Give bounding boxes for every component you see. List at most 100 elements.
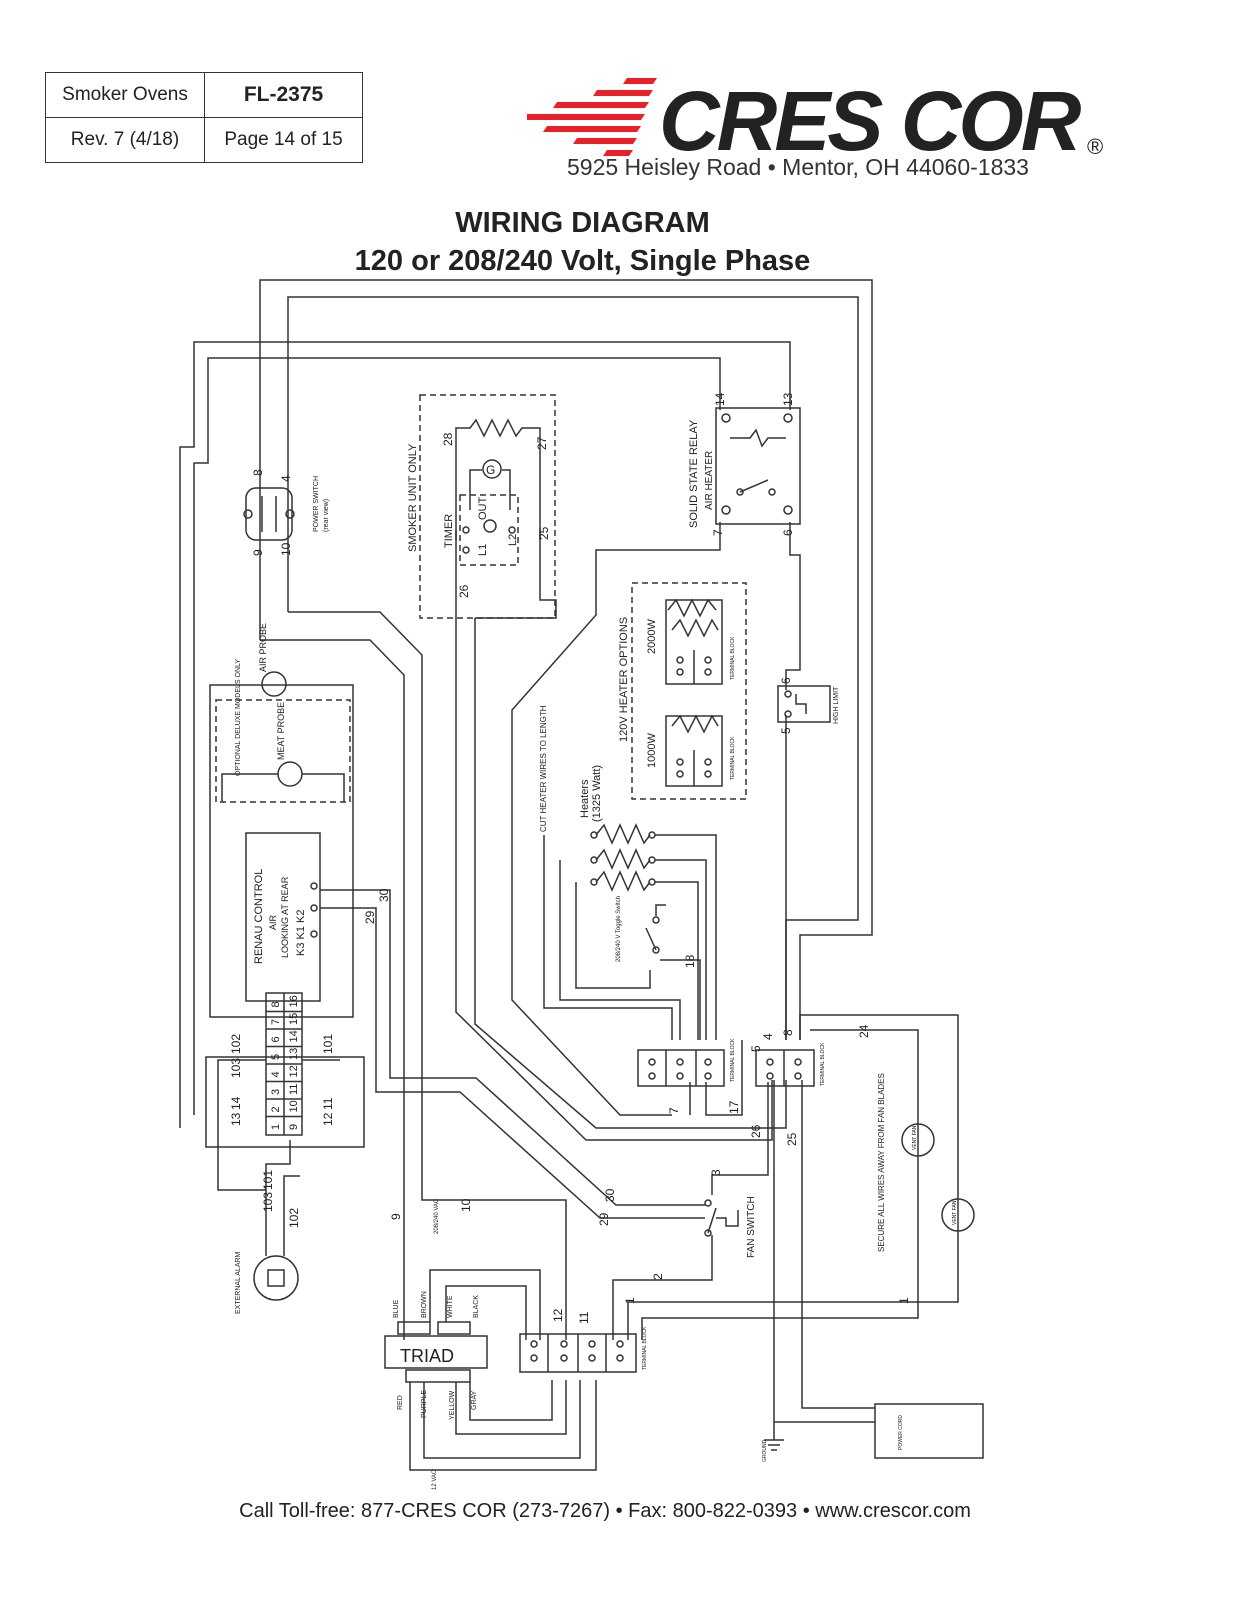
form-number: FL-2375: [204, 72, 363, 118]
cut-heater-wires-label: CUT HEATER WIRES TO LENGTH: [539, 705, 548, 832]
registered-mark: ®: [1087, 134, 1103, 159]
renau-pin-1: 1: [270, 1124, 282, 1130]
wire-11-bottom: 11: [577, 1311, 591, 1324]
wire-7-tb: 7: [667, 1107, 681, 1114]
renau-pin-11: 11: [288, 1084, 300, 1095]
company-address: 5925 Heisley Road • Mentor, OH 44060-183…: [567, 154, 1029, 180]
terminal-block-label-4: TERMINAL BLOCK: [820, 1042, 826, 1086]
renau-pin-4: 4: [270, 1071, 282, 1077]
timer-out-label: OUT: [477, 497, 489, 521]
wire-14-ssr: 14: [713, 392, 727, 406]
page-subtitle: 120 or 208/240 Volt, Single Phase: [354, 245, 811, 277]
timer-ground-label: G: [486, 463, 495, 477]
wire-26-timer: 26: [457, 584, 471, 598]
page-number: Page 14 of 15: [204, 117, 363, 163]
wire-10-ps: 10: [279, 542, 293, 556]
ground-label: GROUND: [762, 1439, 768, 1462]
wire-white-label: WHITE: [447, 1295, 454, 1318]
renau-pin-3: 3: [270, 1089, 282, 1095]
wire-17: 17: [727, 1100, 741, 1114]
footer-contact: Call Toll-free: 877-CRES COR (273-7267) …: [239, 1500, 971, 1522]
timer-l1-label: L1: [477, 544, 489, 556]
triad-label: TRIAD: [400, 1346, 454, 1366]
wire-9-triad: 9: [389, 1213, 403, 1220]
wire-7-ssr: 7: [711, 529, 725, 536]
terminal-block-label-5: TERMINAL BLOCK: [642, 1326, 648, 1370]
solid-state-relay: SOLID STATE RELAY AIR HEATER 14 13 7 6: [688, 392, 801, 536]
heaters-label: Heaters: [579, 779, 591, 818]
looking-at-rear-label: LOOKING AT REAR: [280, 876, 290, 958]
wire-brown-label: BROWN: [421, 1291, 428, 1318]
wire-10-triad: 10: [459, 1198, 473, 1212]
wire-103-alarm: 103: [261, 1192, 275, 1212]
wire-8-tb: 8: [781, 1029, 795, 1036]
wire-18: 18: [683, 954, 697, 968]
optional-deluxe-label: OPTIONAL DELUXE MODELS ONLY: [235, 659, 242, 776]
wire-13-renau: 13: [229, 1112, 243, 1126]
air-probe-label: AIR PROBE: [258, 623, 268, 672]
wire-blue-label: BLUE: [393, 1299, 400, 1318]
wire-27: 27: [535, 436, 549, 450]
smoker-unit-label: SMOKER UNIT ONLY: [407, 443, 419, 552]
heater-1000w-label: 1000W: [646, 733, 658, 768]
wire-101-alarm: 101: [261, 1170, 275, 1190]
secure-wires-label: SECURE ALL WIRES AWAY FROM FAN BLADES: [877, 1073, 886, 1252]
wire-103-top: 103: [229, 1058, 243, 1078]
renau-pin-5: 5: [270, 1054, 282, 1060]
product-name: Smoker Ovens: [45, 72, 205, 118]
wire-11-renau: 11: [321, 1097, 335, 1110]
fan-switch: 30 29 3 2 1 1 FAN SWITCH VENT FAN VENT F…: [597, 1073, 975, 1304]
main-wires: [179, 279, 959, 1440]
heater-options-label: 120V HEATER OPTIONS: [618, 617, 630, 742]
power-cord: POWER CORD GROUND: [762, 1403, 984, 1462]
terminal-block-bottom: TERMINAL BLOCK 12 11: [519, 1308, 648, 1373]
renau-pin-6: 6: [270, 1036, 282, 1042]
renau-pin-9: 9: [288, 1124, 300, 1130]
wire-12-renau: 12: [321, 1112, 335, 1126]
wire-29-fan: 29: [597, 1212, 611, 1226]
wire-6-ssr: 6: [781, 529, 795, 536]
renau-pin-2: 2: [270, 1106, 282, 1112]
wire-black-label: BLACK: [473, 1295, 480, 1318]
vac-12-label: 12 VAC: [432, 1469, 438, 1490]
renau-pin-10: 10: [288, 1100, 300, 1112]
heaters-watt-label: (1325 Watt): [591, 765, 603, 822]
vac-208-label: 208/240 VAC: [434, 1198, 440, 1234]
renau-control: AIR PROBE MEAT PROBE OPTIONAL DELUXE MOD…: [209, 623, 391, 1018]
high-limit: 6 5 HIGH LIMIT: [777, 677, 840, 734]
power-switch-label: POWER SWITCH: [313, 476, 320, 532]
vent-fan-label-1: VENT FAN: [912, 1125, 918, 1150]
renau-pin-15: 15: [288, 1013, 300, 1025]
wire-30-renau: 30: [377, 888, 391, 902]
wire-28: 28: [441, 432, 455, 446]
renau-control-label: RENAU CONTROL: [253, 869, 265, 964]
external-alarm: 101 103 102 EXTERNAL ALARM: [235, 1140, 301, 1314]
header-table: Smoker Ovens FL-2375 Rev. 7 (4/18) Page …: [45, 72, 363, 163]
heater-options: 120V HEATER OPTIONS 2000W 1000W TERMINAL…: [618, 582, 747, 800]
wire-102-alarm: 102: [287, 1208, 301, 1228]
k-contacts-label: K3 K1 K2: [295, 910, 307, 956]
rear-view-label: (rear view): [323, 499, 330, 532]
ssr-label: SOLID STATE RELAY: [688, 419, 700, 528]
renau-pin-12: 12: [288, 1065, 300, 1077]
timer-box: G SMOKER UNIT ONLY TIMER OUT L1 L2 28 27…: [407, 394, 556, 619]
heater-2000w-label: 2000W: [646, 619, 658, 654]
renau-pin-13: 13: [288, 1048, 300, 1060]
wire-14-renau: 14: [229, 1096, 243, 1110]
renau-pin-14: 14: [288, 1030, 300, 1042]
wire-2: 2: [651, 1273, 665, 1280]
ssr-air-heater-label: AIR HEATER: [704, 451, 715, 510]
terminal-block-label-1: TERMINAL BLOCK: [730, 636, 736, 680]
wire-25-tb: 25: [785, 1132, 799, 1146]
triad-transformer: TRIAD BLUE BROWN WHITE BLACK RED PURPLE …: [384, 1198, 597, 1490]
meat-probe-label: MEAT PROBE: [276, 702, 286, 760]
main-heaters: CUT HEATER WIRES TO LENGTH Heaters (1325…: [539, 705, 697, 968]
wire-26-tb: 26: [749, 1124, 763, 1138]
wire-6-hl: 6: [779, 677, 793, 684]
cres-cor-logo: CRES COR ®: [527, 74, 1103, 164]
wire-29-renau: 29: [363, 910, 377, 924]
high-limit-label: HIGH LIMIT: [833, 686, 840, 724]
wire-101-top: 101: [321, 1034, 335, 1054]
